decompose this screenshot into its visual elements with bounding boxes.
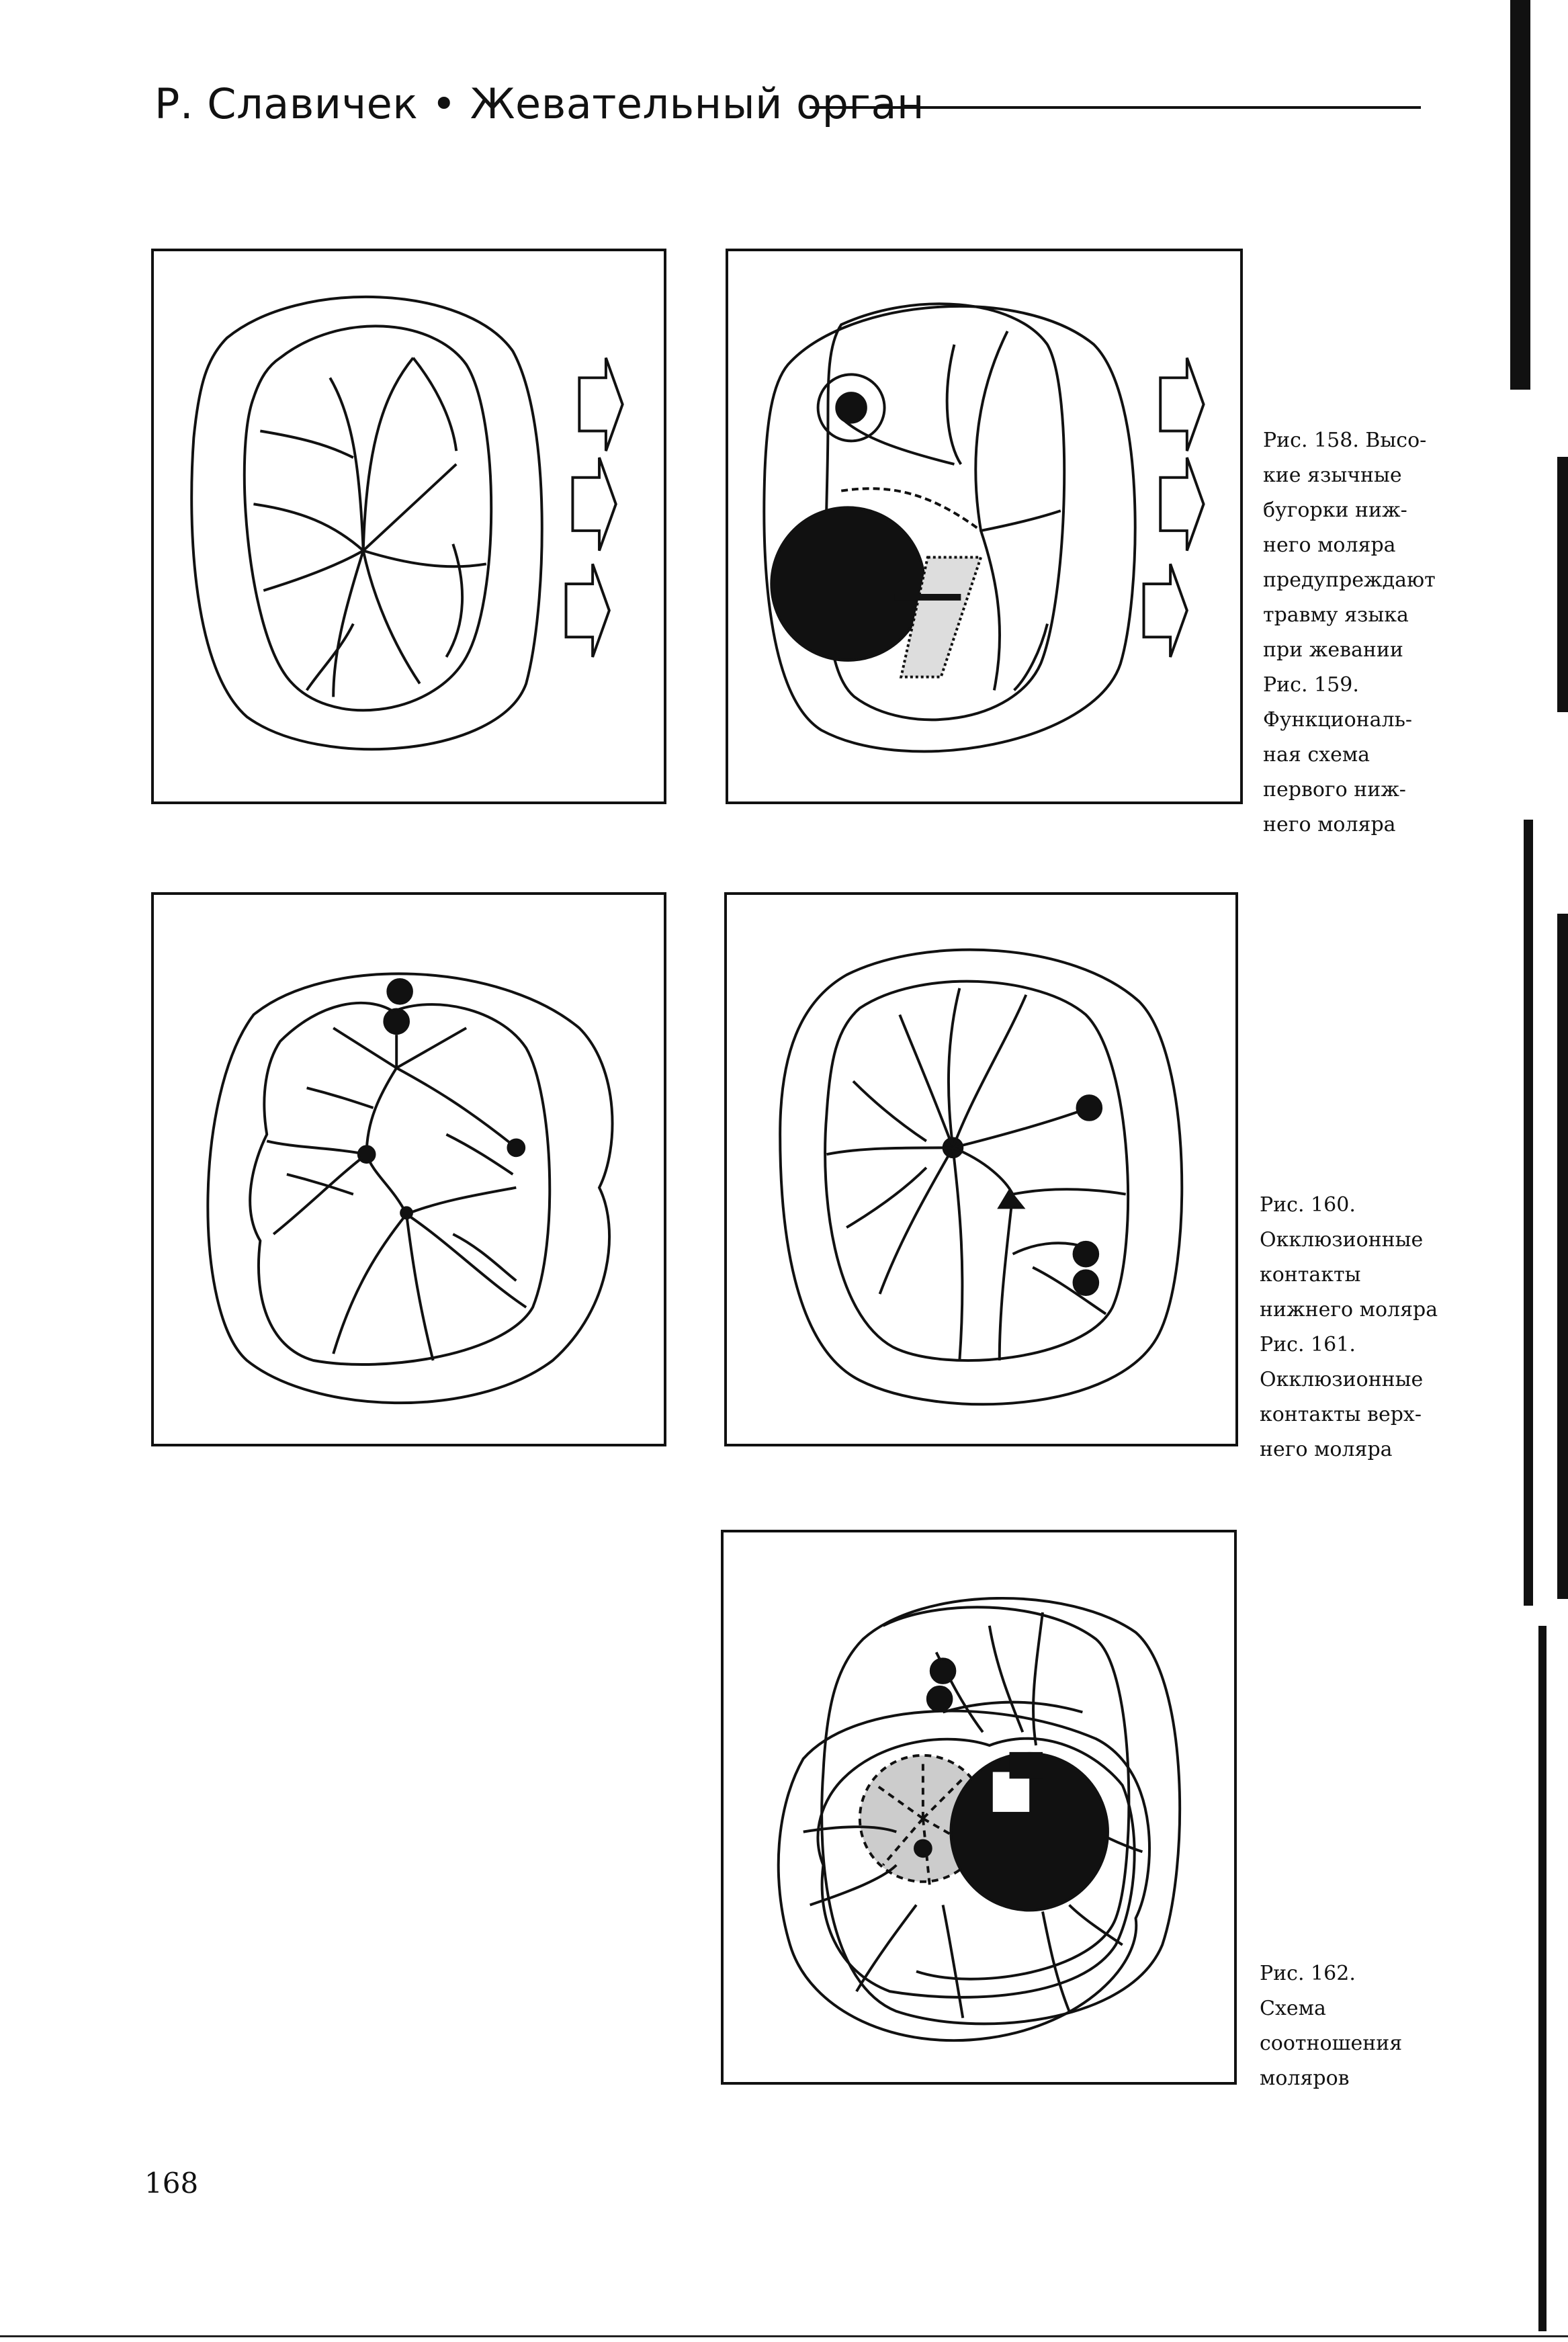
caption-line: ная схема (1263, 743, 1370, 767)
caption-line: Схема (1260, 1997, 1326, 2020)
caption-fig162: Рис. 162. Схема соотношения моляров (1260, 1956, 1402, 2096)
caption-line: предупреждают (1263, 568, 1436, 592)
caption-line: него моляра (1263, 813, 1396, 836)
page-number: 168 (144, 2167, 199, 2200)
scan-edge-mark (1557, 457, 1568, 712)
caption-line: него моляра (1263, 533, 1396, 557)
figure-159 (726, 249, 1243, 804)
caption-fig158-159: Рис. 158. Высо- кие язычные бугорки ниж-… (1263, 423, 1436, 842)
caption-line: моляров (1260, 2067, 1350, 2090)
figure-161 (724, 892, 1238, 1446)
caption-line: Окклюзионные (1260, 1228, 1424, 1252)
caption-line: при жевании (1263, 638, 1403, 662)
caption-line: кие язычные (1263, 464, 1402, 487)
caption-line: Рис. 162. (1260, 1962, 1356, 1985)
caption-line: контакты верх- (1260, 1403, 1422, 1426)
caption-line: Рис. 158. Высо- (1263, 429, 1427, 452)
caption-line: Окклюзионные (1260, 1368, 1424, 1391)
running-header: Р. Славичек • Жевательный орган (155, 79, 925, 128)
caption-line: Функциональ- (1263, 708, 1413, 732)
caption-line: Рис. 159. (1263, 673, 1359, 697)
scan-edge-mark (1510, 0, 1530, 390)
scan-edge-mark (1524, 820, 1533, 1606)
caption-line: Рис. 160. (1260, 1193, 1356, 1217)
figure-158 (151, 249, 666, 804)
figure-162 (721, 1530, 1237, 2085)
figure-160 (151, 892, 666, 1446)
caption-line: бугорки ниж- (1263, 498, 1407, 522)
caption-line: него моляра (1260, 1438, 1393, 1461)
caption-line: Рис. 161. (1260, 1333, 1356, 1356)
scan-edge-mark (1557, 914, 1568, 1599)
caption-line: соотношения (1260, 2032, 1403, 2055)
scan-edge-mark (1538, 1626, 1547, 2331)
scan-bottom-edge (0, 2335, 1568, 2337)
caption-line: контакты (1260, 1263, 1361, 1287)
caption-line: нижнего моляра (1260, 1298, 1438, 1321)
caption-line: травму языка (1263, 603, 1409, 627)
caption-line: первого ниж- (1263, 778, 1406, 801)
caption-fig160-161: Рис. 160. Окклюзионные контакты нижнего … (1260, 1188, 1438, 1467)
header-rule (810, 106, 1421, 109)
